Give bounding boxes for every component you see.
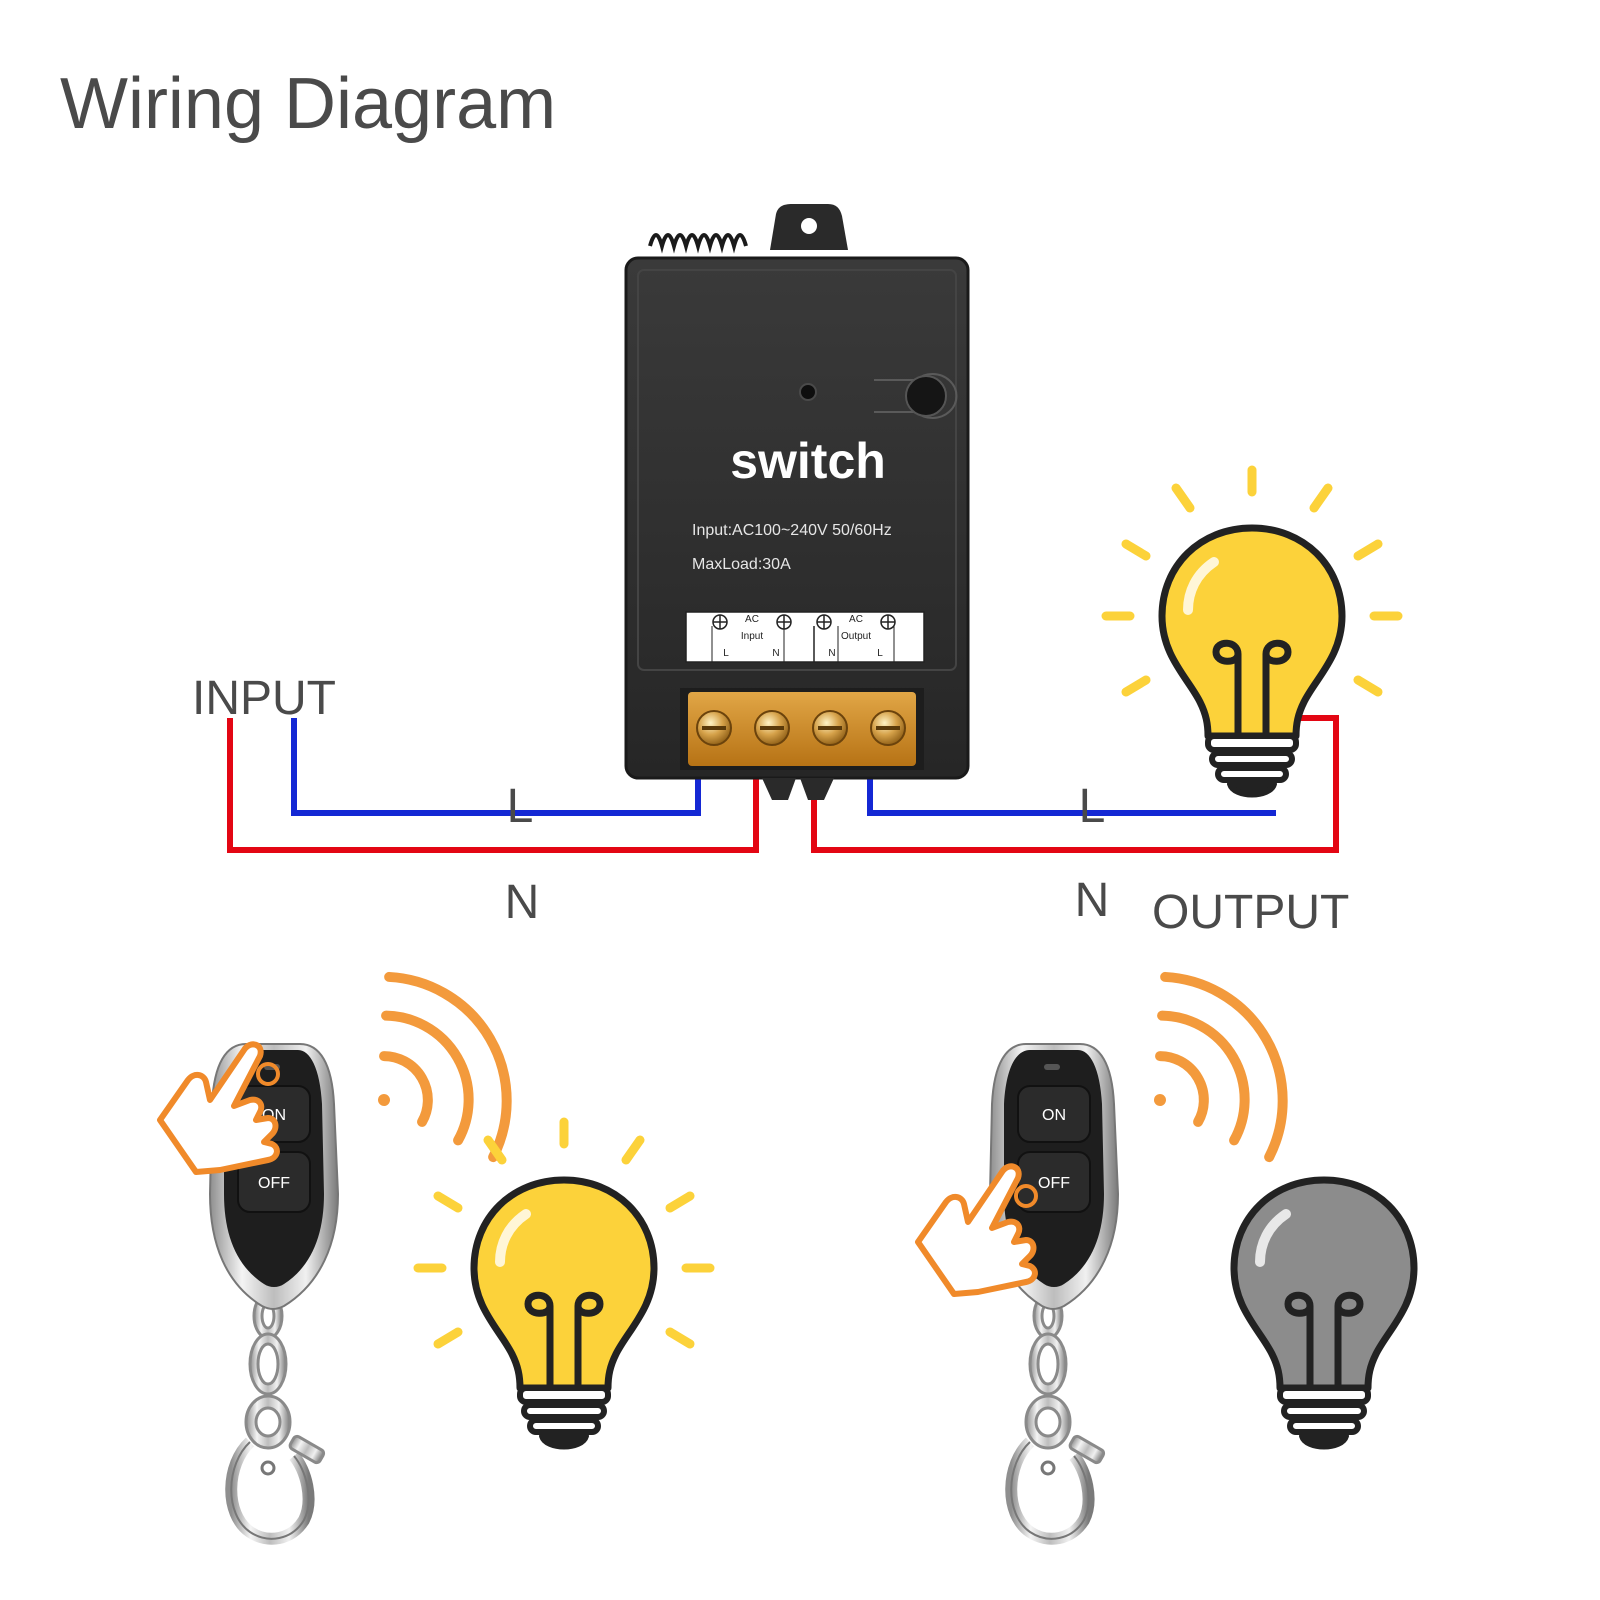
terminal-letter-3: N bbox=[828, 648, 835, 659]
antenna bbox=[648, 233, 748, 254]
input-live-wire bbox=[291, 718, 701, 816]
terminal-letter-2: N bbox=[772, 648, 779, 659]
terminal-ac-2: AC bbox=[849, 614, 863, 625]
status-led bbox=[799, 383, 817, 401]
signal-wave-icon bbox=[1103, 949, 1318, 1193]
input-neutral-wire bbox=[227, 718, 759, 853]
right-neutral-label: N bbox=[1075, 874, 1110, 927]
device-spec-maxload: MaxLoad:30A bbox=[692, 556, 791, 573]
light-bulb-icon bbox=[418, 1122, 710, 1447]
terminal-letter-4: L bbox=[877, 648, 883, 659]
relay-switch-icon: switch Input:AC100~240V 50/60Hz MaxLoad:… bbox=[624, 204, 970, 800]
terminal-input-label: Input bbox=[741, 631, 763, 642]
output-neutral-wire bbox=[811, 715, 1339, 853]
input-label: INPUT bbox=[192, 672, 336, 725]
hand-pointer-icon bbox=[160, 1044, 280, 1172]
light-bulb-off-icon bbox=[1234, 1180, 1414, 1447]
terminal-block bbox=[680, 688, 924, 770]
hand-pointer-icon bbox=[918, 1166, 1038, 1294]
left-live-label: L bbox=[507, 780, 534, 833]
device-brand: switch bbox=[730, 433, 886, 489]
terminal-label-strip: AC Input AC Output L N N L bbox=[685, 611, 925, 663]
page-title: Wiring Diagram bbox=[60, 64, 556, 144]
remote-off-label-2: OFF bbox=[1038, 1175, 1070, 1192]
remote-off-label-1: OFF bbox=[258, 1175, 290, 1192]
terminal-ac-1: AC bbox=[745, 614, 759, 625]
right-live-label: L bbox=[1079, 780, 1106, 833]
terminal-output-label: Output bbox=[841, 631, 871, 642]
remote-control-icon: ON OFF bbox=[990, 1044, 1118, 1539]
terminal-letter-1: L bbox=[723, 648, 729, 659]
remote-on-label-2: ON bbox=[1042, 1107, 1066, 1124]
learn-button bbox=[874, 373, 958, 419]
signal-wave-icon bbox=[327, 949, 542, 1193]
device-spec-input: Input:AC100~240V 50/60Hz bbox=[692, 522, 892, 539]
left-neutral-label: N bbox=[505, 876, 540, 929]
output-label: OUTPUT bbox=[1152, 886, 1349, 939]
light-bulb-icon bbox=[1106, 470, 1398, 795]
